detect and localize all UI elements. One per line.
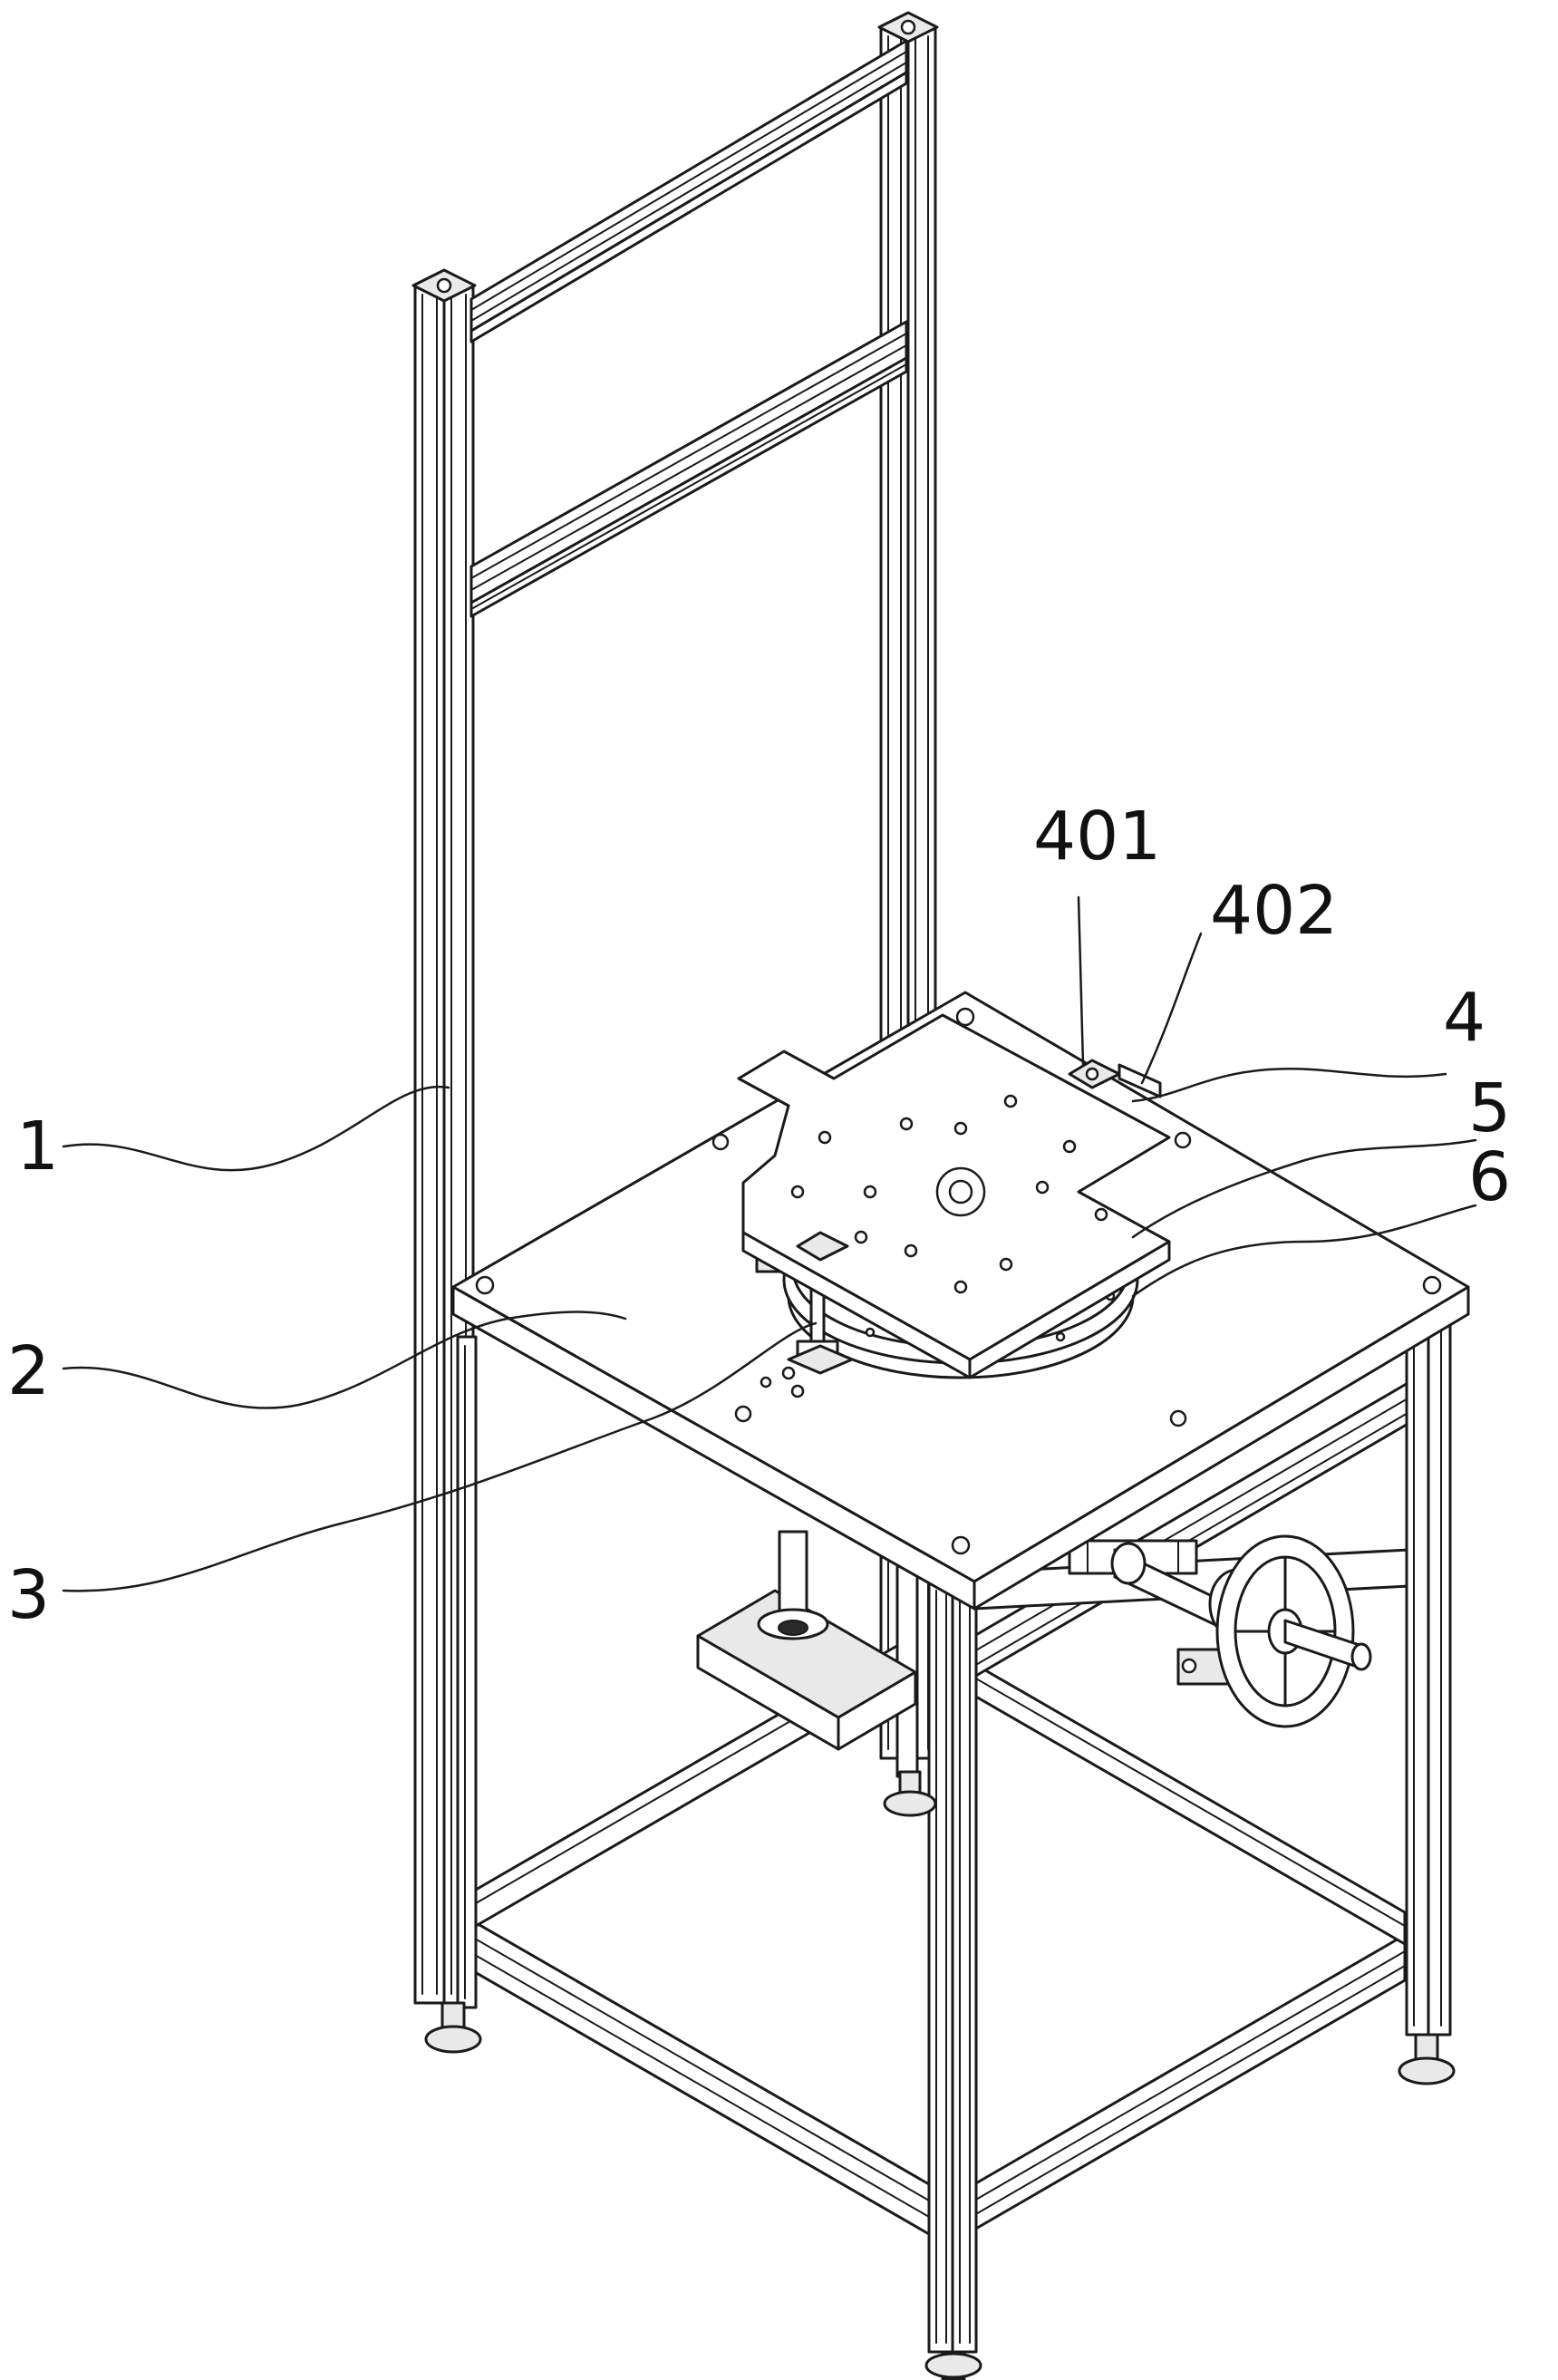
leader-402 [1142, 934, 1201, 1083]
upright-caps [413, 13, 937, 301]
label-402: 402 [1210, 872, 1338, 950]
front-leg [929, 1582, 976, 2352]
left-leg [458, 1337, 476, 2008]
leader-1 [63, 1087, 449, 1170]
leader-4 [1133, 1069, 1446, 1101]
leader-401 [1079, 897, 1083, 1065]
label-1: 1 [16, 1108, 59, 1185]
middle-diagonal-beam [471, 322, 906, 616]
label-4: 4 [1443, 979, 1485, 1057]
label-5: 5 [1468, 1069, 1511, 1147]
label-2: 2 [7, 1332, 50, 1410]
label-401: 401 [1033, 798, 1161, 876]
right-leg [1407, 1319, 1450, 2035]
label-3: 3 [7, 1556, 50, 1634]
label-6: 6 [1468, 1138, 1511, 1216]
top-diagonal-beam [471, 41, 906, 342]
